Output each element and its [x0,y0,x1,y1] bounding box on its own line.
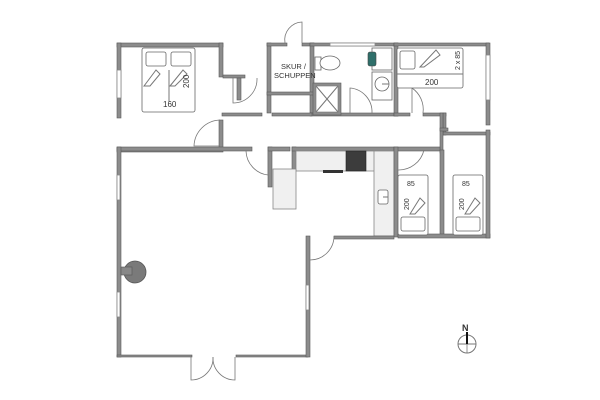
single-bed-1-length: 200 [404,198,411,210]
bedroom-bunk: 2 x 85 200 [393,42,491,136]
single-bed-2-length: 200 [459,198,466,210]
bunk-bed [396,47,464,89]
living-room [116,146,395,381]
bed-width-label: 160 [163,100,177,109]
single-bed-1 [397,174,429,236]
compass: N [457,323,477,354]
bedroom-single-1: 85 200 [397,149,491,239]
door-shed [284,21,303,44]
kitchen-island [272,168,297,210]
single-bed-1-width: 85 [407,181,415,188]
toilet [314,55,341,71]
compass-north-label: N [462,323,469,333]
double-bed [141,47,196,113]
kitchen [272,146,399,238]
bathroom [309,42,399,117]
bunk-width-label: 2 x 85 [455,51,462,70]
shed-room: SKUR / SCHUPPEN [266,21,316,114]
shed-label-line2: SCHUPPEN [274,71,316,80]
patio-door-left [190,356,214,381]
shed-label-line1: SKUR / [281,62,307,71]
shower [312,82,342,116]
bed-length-label: 200 [182,74,191,88]
door-bathroom [349,87,373,114]
washer-sink [367,47,393,101]
bedroom-single-2: 85 200 [452,129,491,239]
hallway [116,112,449,188]
door-bedroom-main [193,119,221,147]
passage-small [222,74,258,104]
single-bed-2-width: 85 [462,181,470,188]
stove [345,150,367,172]
bedroom-main: 160 200 [116,42,224,153]
patio-door-right [212,356,236,381]
hood [323,170,343,173]
single-bed-2 [452,174,484,236]
bunk-length-label: 200 [425,78,439,87]
